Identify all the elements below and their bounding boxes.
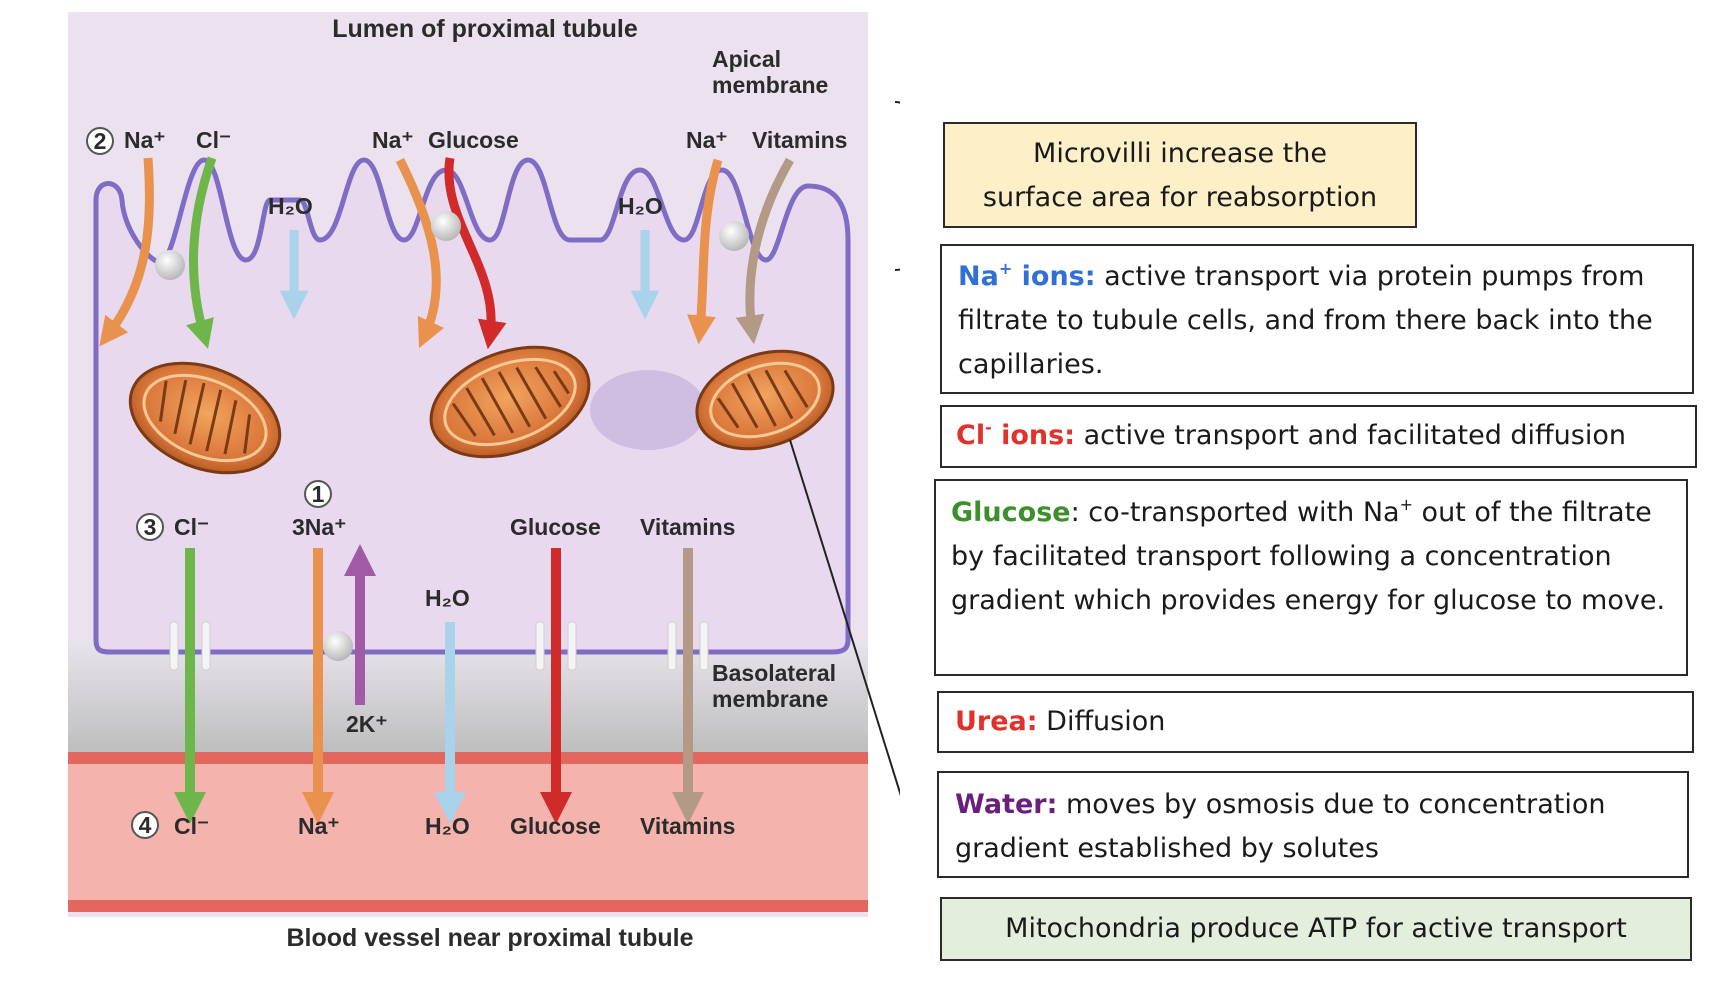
microvilli-note: Microvilli increase the surface area for… [943, 122, 1417, 228]
svg-text:3: 3 [144, 514, 157, 540]
label-baso-3na: 3Na⁺ [292, 514, 346, 540]
urea-note: Urea: Diffusion [937, 691, 1694, 753]
microvilli-note-line-2: surface area for reabsorption [982, 182, 1378, 213]
label-blood-na: Na⁺ [298, 813, 340, 839]
channel-protein-icon [667, 621, 677, 671]
label-apical-h2o-2: H₂O [618, 193, 663, 219]
chloride-keyword: Cl- ions: [956, 418, 1076, 452]
step-marker-4: 4 [131, 811, 159, 839]
label-baso-h2o: H₂O [425, 585, 470, 611]
chloride-description: active transport and facilitated diffusi… [1075, 420, 1626, 451]
chloride-arrow-apical [186, 156, 217, 349]
mitochondria-note-text: Mitochondria produce ATP for active tran… [1005, 913, 1627, 944]
proximal-tubule-diagram: 2 1 3 4 Lumen of proximal tubule Apical … [68, 12, 900, 952]
label-baso-cl: Cl⁻ [174, 514, 209, 540]
sodium-arrow-apical-2 [395, 157, 445, 349]
mitochondria-pointer-line [789, 439, 900, 797]
label-apical-na-3: Na⁺ [686, 127, 728, 153]
label-apical-vitamins: Vitamins [752, 127, 847, 153]
carrier-protein-icon [431, 211, 461, 241]
sodium-arrow-apical-1 [99, 157, 154, 347]
water-description: moves by osmosis due to concentration gr… [955, 789, 1606, 864]
channel-protein-icon [567, 621, 577, 671]
svg-text:4: 4 [139, 812, 152, 838]
mitochondrion-icon [429, 345, 591, 459]
sodium-ions-note: Na+ ions: active transport via protein p… [940, 244, 1694, 394]
glucose-arrow-apical [444, 157, 507, 350]
apical-membrane-label-1: Apical [712, 46, 781, 72]
svg-text:1: 1 [312, 481, 325, 507]
carrier-protein-icon [155, 250, 185, 280]
water-note: Water: moves by osmosis due to concentra… [937, 771, 1689, 878]
apical-membrane-label-2: membrane [712, 72, 828, 98]
blood-vessel-title: Blood vessel near proximal tubule [286, 924, 693, 952]
blood-vessel-wall-top [68, 752, 868, 764]
mitochondrion-icon [128, 361, 282, 475]
label-baso-glucose: Glucose [510, 514, 601, 540]
step-marker-2: 2 [86, 127, 114, 155]
mitochondrion-icon [695, 349, 835, 451]
sodium-arrow-apical-3 [687, 158, 723, 345]
label-blood-cl: Cl⁻ [174, 813, 209, 839]
interstitial-space [68, 640, 868, 755]
label-apical-h2o-1: H₂O [268, 193, 313, 219]
sodium-keyword: Na+ ions: [958, 259, 1096, 293]
carrier-protein-icon [323, 631, 353, 661]
water-keyword: Water: [955, 789, 1058, 820]
label-baso-2k: 2K⁺ [346, 711, 388, 737]
cytoplasm-shade [590, 370, 706, 450]
label-apical-cl: Cl⁻ [196, 127, 231, 153]
carrier-protein-icon [719, 221, 749, 251]
basolateral-membrane-label-2: membrane [712, 686, 828, 712]
svg-text:2: 2 [94, 128, 107, 154]
label-baso-vitamins: Vitamins [640, 514, 735, 540]
microvilli-note-line-1: Microvilli increase the [1033, 138, 1327, 169]
glucose-description-b: out of the filtrate by facilitated trans… [951, 497, 1666, 616]
chloride-ions-note: Cl- ions: active transport and facilitat… [940, 405, 1697, 468]
basolateral-membrane-label-1: Basolateral [712, 660, 836, 686]
channel-protein-icon [535, 621, 545, 671]
channel-protein-icon [699, 621, 709, 671]
step-marker-3: 3 [136, 513, 164, 541]
label-blood-h2o: H₂O [425, 813, 470, 839]
label-apical-glucose: Glucose [428, 127, 519, 153]
label-apical-na-2: Na⁺ [372, 127, 414, 153]
glucose-note: Glucose: co-transported with Na+ out of … [934, 479, 1688, 676]
blood-vessel-wall-bottom [68, 900, 868, 912]
glucose-description-a: : co-transported with Na [1070, 497, 1400, 528]
step-marker-1: 1 [304, 480, 332, 508]
blood-vessel [68, 752, 868, 912]
label-apical-na-1: Na⁺ [124, 127, 166, 153]
label-blood-glucose: Glucose [510, 813, 601, 839]
glucose-keyword: Glucose [951, 497, 1071, 528]
glucose-description-sup: + [1399, 495, 1413, 514]
microvilli-bracket [894, 101, 900, 271]
channel-protein-icon [201, 621, 211, 671]
vitamins-arrow-apical [735, 157, 794, 345]
label-blood-vitamins: Vitamins [640, 813, 735, 839]
mitochondria-note: Mitochondria produce ATP for active tran… [940, 897, 1692, 961]
channel-protein-icon [169, 621, 179, 671]
sodium-description: active transport via protein pumps from … [958, 261, 1653, 380]
urea-description: Diffusion [1037, 706, 1166, 737]
urea-keyword: Urea: [955, 706, 1038, 737]
lumen-title: Lumen of proximal tubule [332, 15, 638, 43]
